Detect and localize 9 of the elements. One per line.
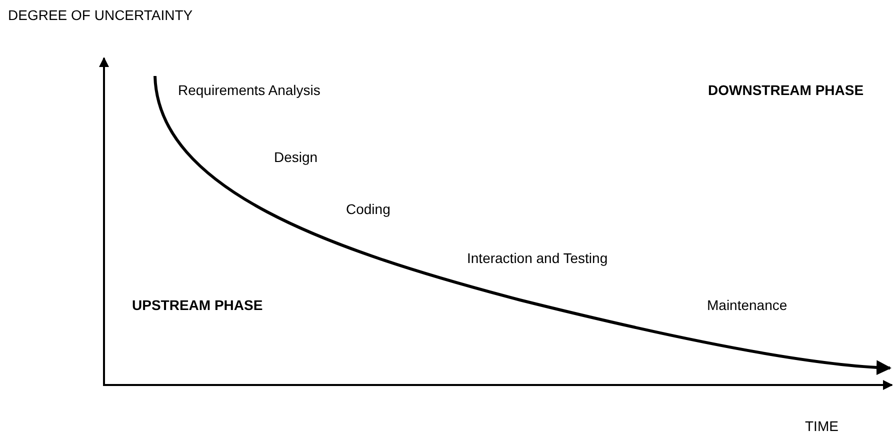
phase-label: Maintenance [707, 297, 788, 313]
phase-heading: DOWNSTREAM PHASE [708, 82, 864, 98]
phase-heading: UPSTREAM PHASE [132, 297, 263, 313]
phase-label: Coding [346, 201, 390, 217]
phase-label: Design [274, 149, 318, 165]
phase-label: Interaction and Testing [467, 250, 608, 266]
axis-title: TIME [805, 418, 838, 434]
phase-label: Requirements Analysis [178, 82, 320, 98]
axis-title: DEGREE OF UNCERTAINTY [8, 7, 193, 23]
